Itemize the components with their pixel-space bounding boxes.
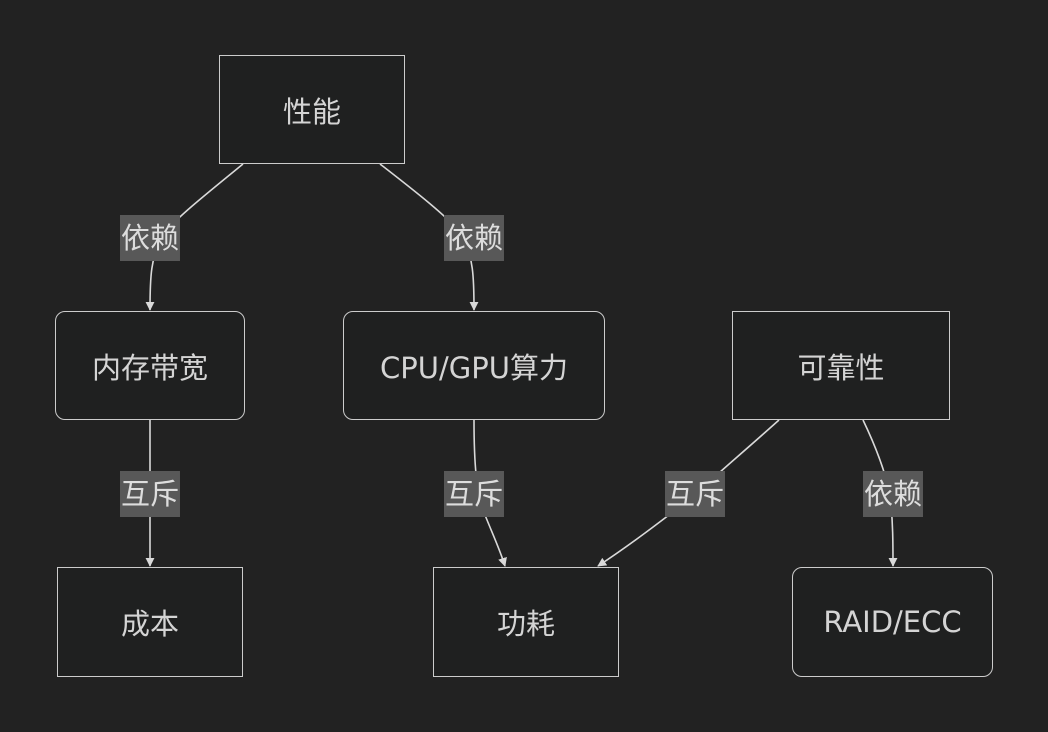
edge-label-reliability-power: 互斥: [664, 471, 726, 517]
node-cost: 成本: [57, 567, 243, 677]
edge-label-compute-power: 互斥: [443, 471, 505, 517]
node-compute: CPU/GPU算力: [343, 311, 605, 420]
node-power: 功耗: [433, 567, 619, 677]
node-reliability: 可靠性: [732, 311, 950, 420]
edge-label-performance-memory-bandwidth: 依赖: [119, 215, 181, 261]
node-memory-bandwidth: 内存带宽: [55, 311, 245, 420]
edge-label-performance-compute: 依赖: [443, 215, 505, 261]
node-raid-ecc: RAID/ECC: [792, 567, 993, 677]
node-performance: 性能: [219, 55, 405, 164]
edge-label-reliability-raid-ecc: 依赖: [862, 471, 924, 517]
edge-label-memory-bandwidth-cost: 互斥: [119, 471, 181, 517]
